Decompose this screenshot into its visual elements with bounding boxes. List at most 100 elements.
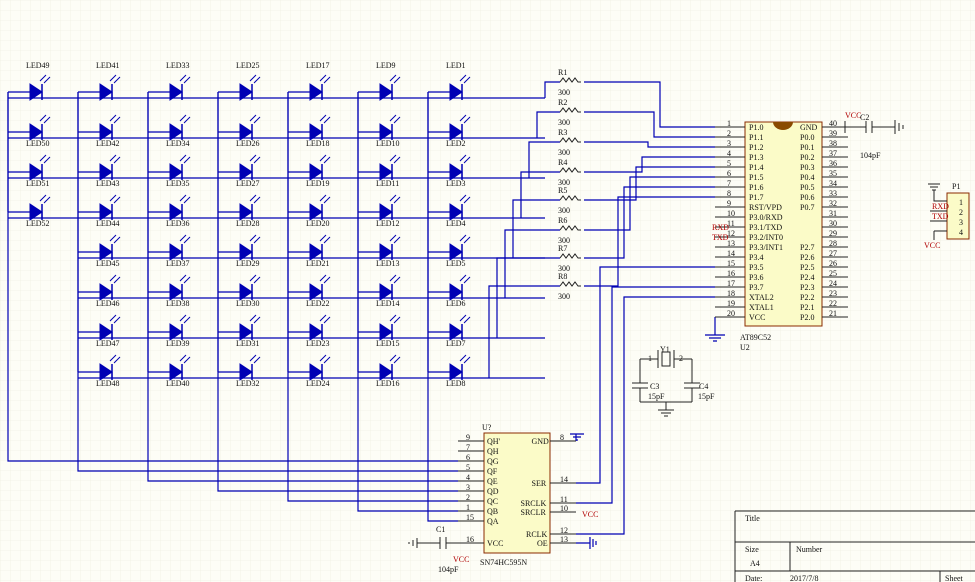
led-led21[interactable]: LED21 <box>288 234 331 268</box>
led-led39[interactable]: LED39 <box>148 314 191 348</box>
cap-c2[interactable]: VCC C2 104pF <box>822 111 904 160</box>
led-led14[interactable]: LED14 <box>358 274 401 308</box>
led-led19[interactable]: LED19 <box>288 154 331 188</box>
led-led12[interactable]: LED12 <box>358 194 401 228</box>
led-label: LED32 <box>236 379 260 388</box>
led-led40[interactable]: LED40 <box>148 354 191 388</box>
res-out-7 <box>584 186 715 259</box>
led-led33[interactable]: LED33 <box>148 61 191 101</box>
led-rays <box>179 354 191 364</box>
led-label: LED13 <box>376 259 400 268</box>
led-label: LED1 <box>446 61 466 70</box>
led-led2[interactable]: LED2 <box>428 114 471 148</box>
led-led51[interactable]: LED51 <box>8 154 51 188</box>
led-led45[interactable]: LED45 <box>78 234 121 268</box>
led-led41[interactable]: LED41 <box>78 61 121 101</box>
led-led8[interactable]: LED8 <box>428 354 471 388</box>
mcu-pin-num: 28 <box>829 239 837 248</box>
mcu-pin-name: P1.1 <box>749 133 763 142</box>
led-led6[interactable]: LED6 <box>428 274 471 308</box>
resistor-ref: R3 <box>558 128 567 137</box>
led-led34[interactable]: LED34 <box>148 114 191 148</box>
led-led17[interactable]: LED17 <box>288 61 331 101</box>
led-led20[interactable]: LED20 <box>288 194 331 228</box>
led-led43[interactable]: LED43 <box>78 154 121 188</box>
led-led48[interactable]: LED48 <box>78 354 121 388</box>
led-led47[interactable]: LED47 <box>78 314 121 348</box>
led-led23[interactable]: LED23 <box>288 314 331 348</box>
led-led10[interactable]: LED10 <box>358 114 401 148</box>
resistor-value: 300 <box>558 292 570 301</box>
led-led4[interactable]: LED4 <box>428 194 471 228</box>
led-led38[interactable]: LED38 <box>148 274 191 308</box>
led-led30[interactable]: LED30 <box>218 274 261 308</box>
led-led35[interactable]: LED35 <box>148 154 191 188</box>
cap-c1[interactable]: C1 104pF VCC <box>408 525 484 574</box>
connector-p1[interactable]: P1 1 2 3 4 RXD TXD VCC <box>924 182 970 250</box>
led-led52[interactable]: LED52 <box>8 194 51 228</box>
mcu-pin-name: P2.4 <box>800 273 814 282</box>
led-led9[interactable]: LED9 <box>358 61 401 101</box>
size-label: Size <box>745 545 759 554</box>
led-label: LED47 <box>96 339 120 348</box>
led-led15[interactable]: LED15 <box>358 314 401 348</box>
led-label: LED41 <box>96 61 120 70</box>
led-led44[interactable]: LED44 <box>78 194 121 228</box>
led-lead <box>218 131 253 138</box>
led-led26[interactable]: LED26 <box>218 114 261 148</box>
led-led5[interactable]: LED5 <box>428 234 471 268</box>
mcu-pin-num: 33 <box>829 189 837 198</box>
led-label: LED9 <box>376 61 396 70</box>
resistor-ref: R5 <box>558 186 567 195</box>
led-led32[interactable]: LED32 <box>218 354 261 388</box>
led-label: LED24 <box>306 379 330 388</box>
size-value: A4 <box>750 559 760 568</box>
led-led11[interactable]: LED11 <box>358 154 401 188</box>
led-led28[interactable]: LED28 <box>218 194 261 228</box>
led-led27[interactable]: LED27 <box>218 154 261 188</box>
led-led1[interactable]: LED1 <box>428 61 471 101</box>
led-led18[interactable]: LED18 <box>288 114 331 148</box>
crystal-y1[interactable]: Y1 1 2 C3 15pF C4 15pF <box>632 345 715 417</box>
led-led29[interactable]: LED29 <box>218 234 261 268</box>
led-led24[interactable]: LED24 <box>288 354 331 388</box>
led-led50[interactable]: LED50 <box>8 114 51 148</box>
c3-value: 15pF <box>648 392 665 401</box>
led-led46[interactable]: LED46 <box>78 274 121 308</box>
led-led3[interactable]: LED3 <box>428 154 471 188</box>
mcu-pin-num: 13 <box>727 239 735 248</box>
led-led22[interactable]: LED22 <box>288 274 331 308</box>
led-led36[interactable]: LED36 <box>148 194 191 228</box>
led-led25[interactable]: LED25 <box>218 61 261 101</box>
led-rays <box>249 194 261 204</box>
led-led16[interactable]: LED16 <box>358 354 401 388</box>
led-led49[interactable]: LED49 <box>8 61 51 101</box>
led-label: LED34 <box>166 139 190 148</box>
led-rays <box>249 114 261 124</box>
col-drive-4 <box>217 92 458 492</box>
led-led13[interactable]: LED13 <box>358 234 401 268</box>
mcu-pin-num: 36 <box>829 159 837 168</box>
led-led7[interactable]: LED7 <box>428 314 471 348</box>
sr-pin-num: 5 <box>466 463 470 472</box>
led-rays <box>459 354 471 364</box>
led-label: LED29 <box>236 259 260 268</box>
mcu-pin-name: P2.1 <box>800 303 814 312</box>
led-led37[interactable]: LED37 <box>148 234 191 268</box>
mcu-pin-name: P3.2/INT0 <box>749 233 783 242</box>
led-led42[interactable]: LED42 <box>78 114 121 148</box>
led-rays <box>179 74 191 84</box>
led-lead <box>288 251 323 258</box>
led-led31[interactable]: LED31 <box>218 314 261 348</box>
led-lead <box>218 291 253 298</box>
